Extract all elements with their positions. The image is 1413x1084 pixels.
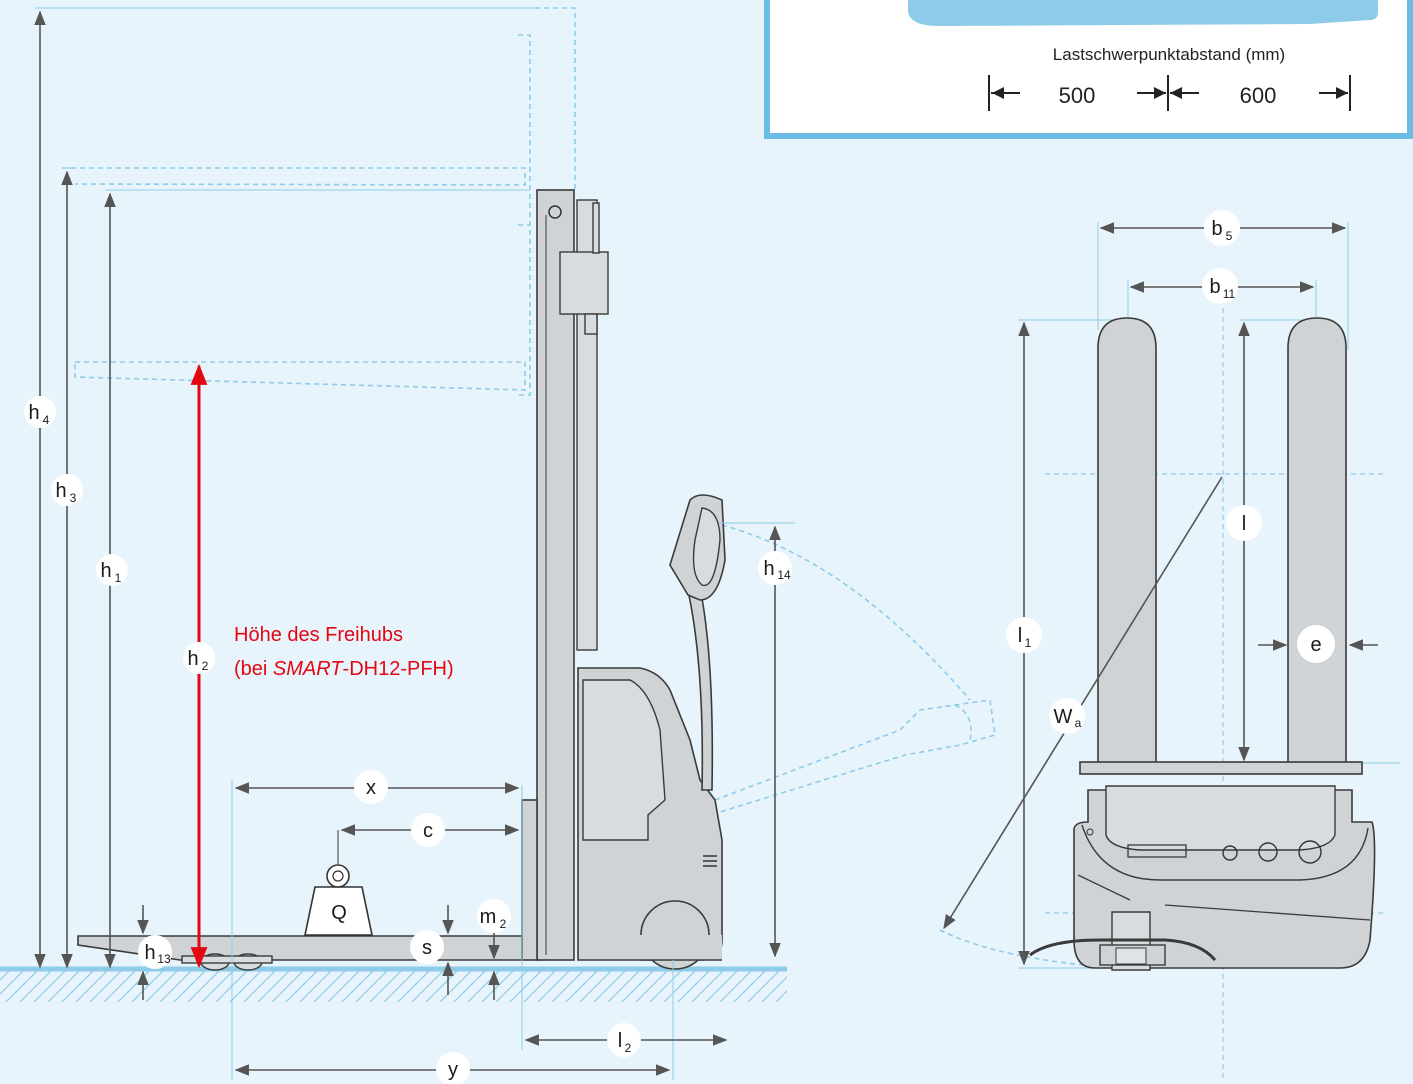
cylinder-head	[559, 251, 609, 315]
ground-hatch	[0, 970, 787, 1002]
label-m2: m 2	[477, 899, 511, 933]
stacker-top-view: b 5 b 11 l l 1 e W a	[939, 210, 1400, 1080]
svg-text:h: h	[187, 648, 198, 670]
mast-outline-top	[535, 7, 576, 190]
control-button-2	[1258, 842, 1278, 862]
label-h2: h 2	[183, 642, 215, 674]
mast	[536, 189, 575, 961]
label-e: e	[1297, 625, 1335, 663]
dim-line-Wa	[943, 476, 1223, 930]
svg-text:x: x	[366, 777, 376, 799]
svg-text:y: y	[448, 1059, 458, 1081]
legend-value-600: 600	[1240, 83, 1277, 108]
svg-text:1: 1	[1025, 636, 1032, 650]
legend-title: Lastschwerpunktabstand (mm)	[1053, 45, 1285, 64]
svg-text:W: W	[1054, 706, 1073, 728]
fork-right	[1287, 317, 1347, 766]
tiller-arc	[721, 524, 971, 701]
label-h3: h 3	[51, 474, 83, 506]
label-Q: Q	[331, 902, 347, 924]
label-y: y	[436, 1052, 470, 1084]
svg-text:c: c	[423, 820, 433, 842]
svg-text:14: 14	[777, 568, 791, 582]
svg-text:11: 11	[1223, 287, 1236, 301]
svg-text:13: 13	[157, 952, 171, 966]
label-h1: h 1	[96, 554, 128, 586]
svg-text:1: 1	[115, 571, 122, 585]
svg-text:3: 3	[70, 491, 77, 505]
battery-cover	[582, 679, 666, 841]
ground	[0, 966, 787, 1002]
svg-text:b: b	[1209, 276, 1220, 298]
tiller-lowered-outline	[714, 699, 996, 813]
svg-text:h: h	[763, 558, 774, 580]
stacker-side-view	[77, 189, 726, 971]
svg-text:2: 2	[202, 659, 209, 673]
tiller-handle-top	[1029, 938, 1217, 962]
label-s: s	[410, 930, 444, 964]
label-Wa: W a	[1049, 698, 1085, 734]
svg-text:5: 5	[1226, 229, 1233, 243]
control-button-1	[1222, 845, 1238, 861]
raised-fork-outlines	[62, 7, 996, 813]
load-weight: Q	[304, 864, 373, 936]
label-h4: h 4	[24, 396, 56, 428]
svg-text:4: 4	[43, 413, 50, 427]
freihub-caption-line2: (bei SMART-DH12-PFH)	[234, 658, 454, 680]
svg-text:s: s	[422, 937, 432, 959]
label-h14: h 14	[758, 551, 792, 585]
svg-text:2: 2	[500, 917, 507, 931]
freihub-caption-line1: Höhe des Freihubs	[234, 624, 403, 646]
svg-text:a: a	[1075, 716, 1082, 730]
svg-text:b: b	[1211, 218, 1222, 240]
mast-pulley-icon	[548, 205, 562, 219]
fork-left	[1097, 317, 1157, 766]
mast-outline-inner	[518, 34, 531, 396]
load-center-legend: Lastschwerpunktabstand (mm) 500 600	[764, 0, 1413, 139]
label-l1: l 1	[1006, 617, 1042, 653]
svg-text:h: h	[55, 480, 66, 502]
svg-text:e: e	[1310, 634, 1321, 656]
svg-text:l: l	[1018, 625, 1022, 647]
fork-outline-top	[62, 167, 526, 186]
control-button-3	[1298, 840, 1322, 864]
svg-text:l: l	[1242, 513, 1246, 535]
svg-text:h: h	[144, 942, 155, 964]
weight-ring-icon	[326, 864, 350, 888]
mast-top	[1105, 785, 1336, 851]
label-c: c	[411, 813, 445, 847]
svg-text:h: h	[100, 560, 111, 582]
weight-block	[304, 886, 373, 936]
fork-carriage	[521, 799, 538, 961]
label-b5: b 5	[1204, 210, 1240, 246]
label-h13: h 13	[138, 935, 172, 969]
fork-backplate	[1079, 761, 1363, 775]
svg-text:2: 2	[625, 1041, 632, 1055]
tiller-grip	[692, 507, 721, 587]
svg-text:l: l	[618, 1030, 622, 1052]
tiller-arm	[679, 548, 714, 791]
svg-text:h: h	[28, 402, 39, 424]
legend-value-500: 500	[1059, 83, 1096, 108]
label-b11: b 11	[1202, 268, 1238, 304]
side-dimensions: h 4 h 3 h 1 h 2 h 13 h 14	[24, 7, 795, 1084]
label-l: l	[1226, 505, 1262, 541]
fork-outline-mid	[74, 361, 526, 391]
svg-text:m: m	[480, 906, 497, 928]
label-x: x	[354, 770, 388, 804]
legend-fork-band	[908, 0, 1378, 26]
label-l2: l 2	[607, 1023, 641, 1057]
